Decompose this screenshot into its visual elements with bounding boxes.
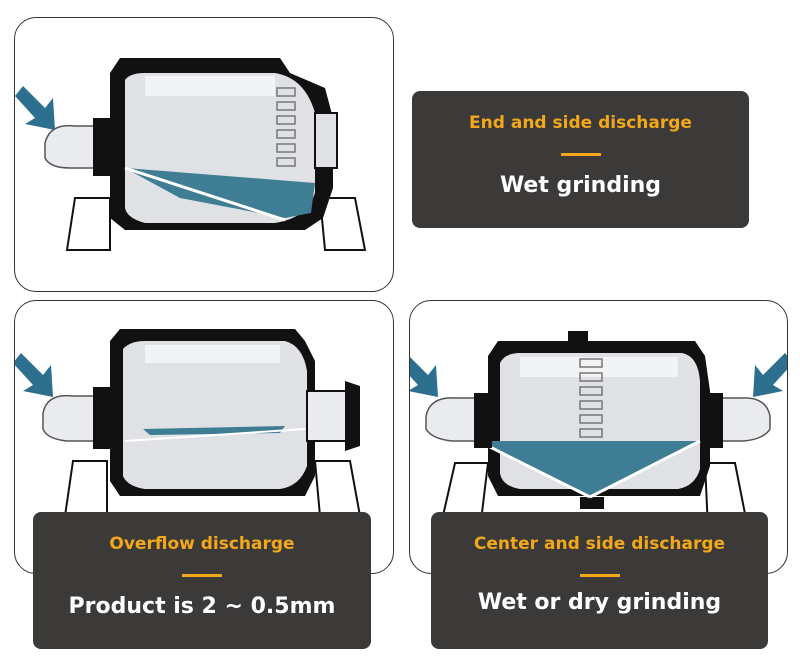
accent-rule [579,574,620,577]
label-box-end-side: End and side discharge Wet grinding [412,91,749,228]
label-subtitle: Wet or dry grinding [477,590,722,615]
accent-rule [182,574,222,577]
panel-end-side-discharge [14,17,394,292]
label-box-overflow: Overflow discharge Product is 2 ~ 0.5mm [33,512,371,649]
label-title: Center and side discharge [473,534,726,554]
label-title: Overflow discharge [109,534,295,554]
label-title: End and side discharge [469,113,692,133]
accent-rule [560,153,601,156]
mill-illustration-center-side [410,331,787,530]
label-box-center-side: Center and side discharge Wet or dry gri… [431,512,768,649]
mill-illustration-end-side [15,58,367,251]
label-subtitle: Wet grinding [499,173,662,198]
mill-illustration-overflow [15,329,362,517]
label-subtitle: Product is 2 ~ 0.5mm [68,594,336,619]
